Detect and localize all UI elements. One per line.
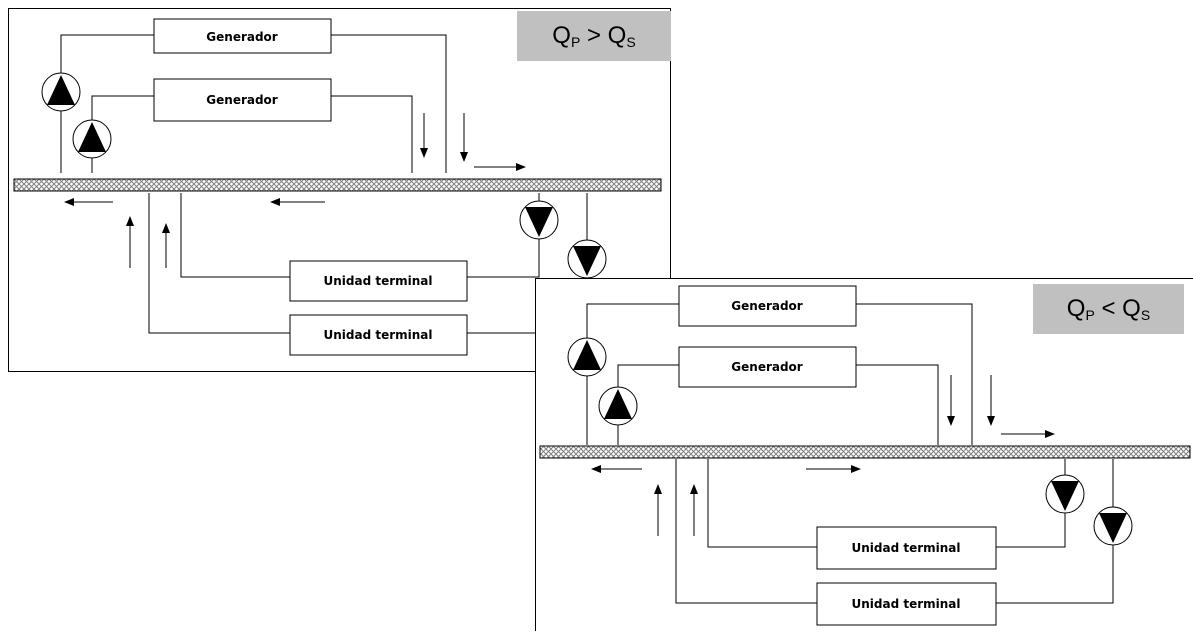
arrow-icon <box>64 113 526 268</box>
generator-box-2: Generador <box>153 78 332 122</box>
arrow-icon <box>591 375 1055 536</box>
condition-q1-sub: P <box>570 34 581 50</box>
hydraulic-separator <box>539 445 1191 459</box>
generator-label: Generador <box>206 93 278 107</box>
terminal-box-1: Unidad terminal <box>289 260 468 302</box>
condition-operator: < <box>1101 295 1116 322</box>
generator-box-1: Generador <box>678 285 857 327</box>
terminal-label: Unidad terminal <box>851 597 960 611</box>
terminal-box-1: Unidad terminal <box>816 526 997 570</box>
pump-icon <box>41 72 81 112</box>
pump-icon <box>567 239 607 279</box>
pump-icon <box>72 119 112 159</box>
pump-icon <box>1045 474 1085 514</box>
terminal-label: Unidad terminal <box>323 328 432 342</box>
terminal-label: Unidad terminal <box>323 274 432 288</box>
terminal-label: Unidad terminal <box>851 541 960 555</box>
generator-label: Generador <box>206 30 278 44</box>
hydraulic-schematic-2: Generador Generador Unidad terminal Unid… <box>539 285 1191 626</box>
condition-q1-sub: P <box>1085 307 1095 323</box>
diagram-panel-qp-greater-qs: Generador Generador Unidad terminal Unid… <box>8 8 671 372</box>
generator-box-1: Generador <box>153 18 332 54</box>
condition-q1: Q <box>1066 295 1086 322</box>
condition-q2: Q <box>607 22 627 49</box>
hydraulic-schematic-1: Generador Generador Unidad terminal Unid… <box>13 18 662 356</box>
pump-icon <box>519 200 559 240</box>
generator-label: Generador <box>731 299 803 313</box>
pump-icon <box>1093 506 1133 546</box>
condition-q1: Q <box>552 22 571 49</box>
generator-box-2: Generador <box>678 346 857 388</box>
terminal-box-2: Unidad terminal <box>289 314 468 356</box>
pump-icon <box>598 386 638 426</box>
condition-q2-sub: S <box>626 34 636 50</box>
condition-operator: > <box>586 22 601 49</box>
diagram-panel-qp-less-qs: Generador Generador Unidad terminal Unid… <box>535 278 1193 631</box>
terminal-box-2: Unidad terminal <box>816 582 997 626</box>
generator-label: Generador <box>731 360 803 374</box>
hydraulic-separator <box>13 178 662 192</box>
condition-q2-sub: S <box>1140 307 1151 323</box>
condition-q2: Q <box>1122 295 1141 322</box>
pump-icon <box>567 337 607 377</box>
